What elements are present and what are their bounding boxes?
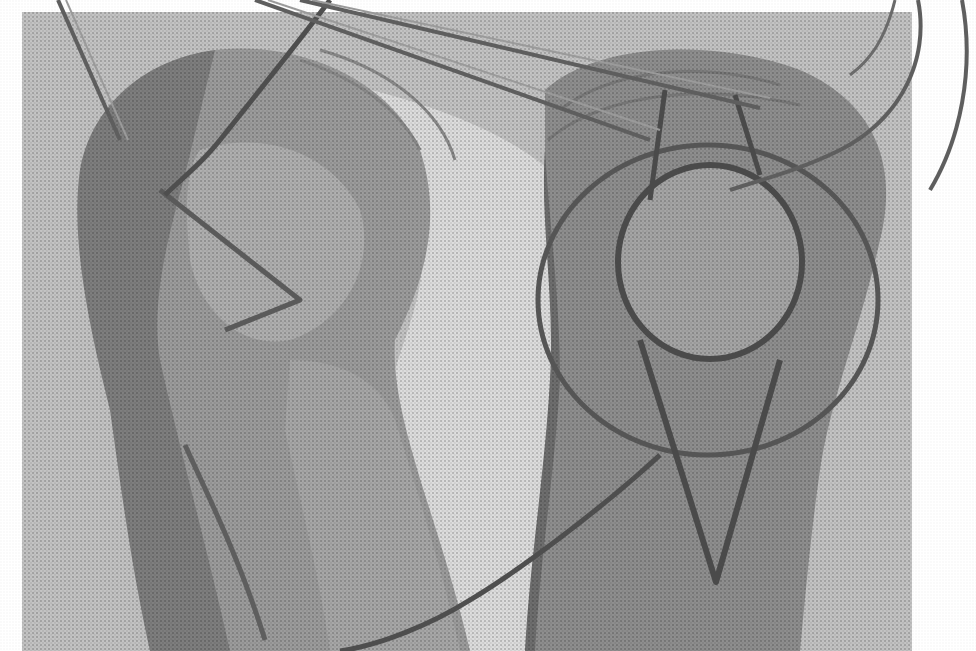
knee-illustration	[0, 0, 976, 651]
knee-illustration-canvas	[0, 0, 976, 651]
halftone-fine-overlay	[0, 0, 976, 651]
